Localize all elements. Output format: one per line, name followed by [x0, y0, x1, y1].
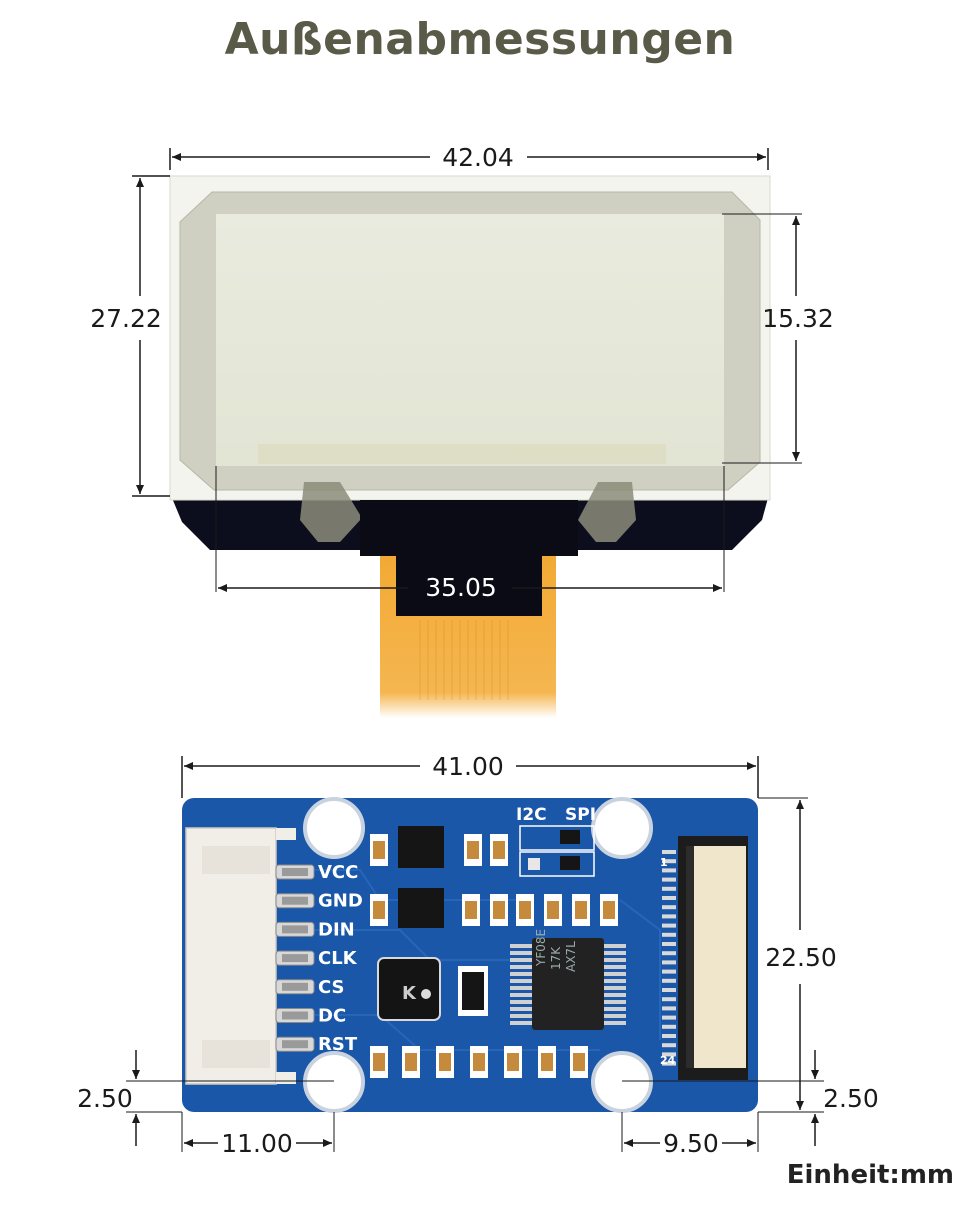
pin-label-cs: CS [318, 977, 345, 998]
hole-offset-right-x-dimension: 9.50 [621, 1112, 759, 1158]
spi-label: SPI [565, 805, 596, 825]
hole-offset-right-y-label: 2.50 [823, 1084, 879, 1113]
svg-text:K: K [402, 983, 417, 1004]
hole-offset-left-x-label: 11.00 [221, 1129, 293, 1158]
hole-offset-right-y-dimension: 2.50 [622, 1050, 879, 1146]
oled-width-dimension: 42.04 [169, 143, 769, 172]
oled-module [169, 175, 771, 718]
pin-label-gnd: GND [318, 891, 363, 912]
oled-width-label: 42.04 [442, 143, 514, 172]
pin-label-dc: DC [318, 1006, 346, 1027]
display-area-height-label: 15.32 [762, 304, 834, 333]
unit-label: Einheit:mm [786, 1160, 954, 1190]
mounting-hole-bottom-left [303, 1051, 365, 1113]
page-title: Außenabmessungen [224, 14, 736, 65]
mounting-hole-bottom-right [591, 1051, 653, 1113]
i2c-label: I2C [516, 805, 547, 825]
board-height-label: 22.50 [765, 943, 837, 972]
interface-select: I2C SPI [516, 805, 596, 877]
ic-marking-1: YF08E [534, 929, 548, 967]
board-width-label: 41.00 [432, 752, 504, 781]
pin-label-clk: CLK [318, 948, 358, 969]
fpc-pin-last-label: 24 [660, 1054, 676, 1067]
push-button [377, 957, 441, 1021]
display-area-width-dimension: 35.05 [215, 466, 725, 602]
ic-marking-2: 17K [549, 946, 563, 970]
pin-label-din: DIN [318, 919, 355, 940]
hole-offset-left-x-dimension: 11.00 [181, 1112, 335, 1158]
display-area-width-label: 35.05 [425, 573, 497, 602]
driver-board: VCC GND DIN CLK CS DC RST I2C SPI K [182, 797, 758, 1113]
fpc-connector: 1 24 [660, 836, 748, 1080]
hole-offset-left-y-dimension: 2.50 [77, 1050, 334, 1146]
oled-height-dimension: 27.22 [90, 175, 170, 497]
display-active-area [216, 214, 724, 466]
regulator-chip [398, 826, 444, 868]
mounting-hole-top-left [303, 797, 365, 859]
main-ic: YF08E 17K AX7L [510, 929, 626, 1030]
mounting-hole-top-right [591, 797, 653, 859]
oled-height-label: 27.22 [90, 304, 162, 333]
hole-offset-left-y-label: 2.50 [77, 1084, 133, 1113]
board-width-dimension: 41.00 [181, 752, 759, 798]
display-area-height-dimension: 15.32 [722, 213, 834, 464]
pin-label-vcc: VCC [318, 862, 358, 883]
board-height-dimension: 22.50 [758, 797, 837, 1113]
pin-label-rst: RST [318, 1034, 358, 1055]
pin-header-connector [185, 827, 315, 1085]
driver-block [360, 500, 578, 556]
level-shifter-chip [398, 888, 444, 928]
ic-marking-3: AX7L [564, 941, 578, 972]
hole-offset-right-x-label: 9.50 [663, 1129, 719, 1158]
pcb [182, 798, 758, 1112]
fpc-pin-first-label: 1 [660, 856, 668, 869]
